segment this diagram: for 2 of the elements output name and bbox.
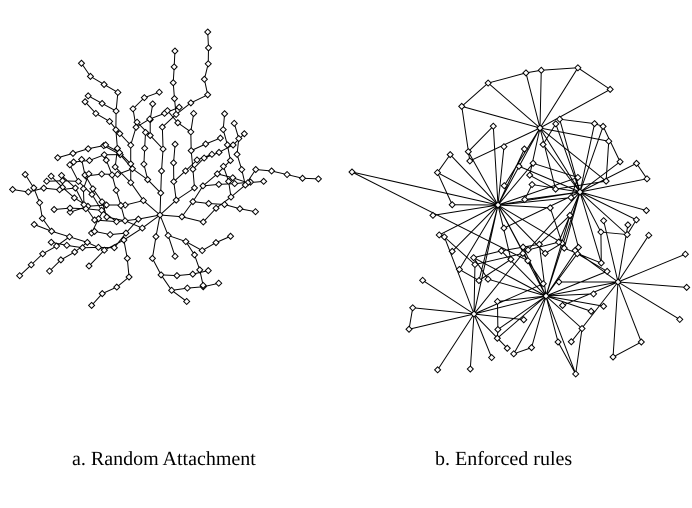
caption: b. Enforced rules xyxy=(435,448,572,471)
caption: a. Random Attachment xyxy=(72,448,256,471)
